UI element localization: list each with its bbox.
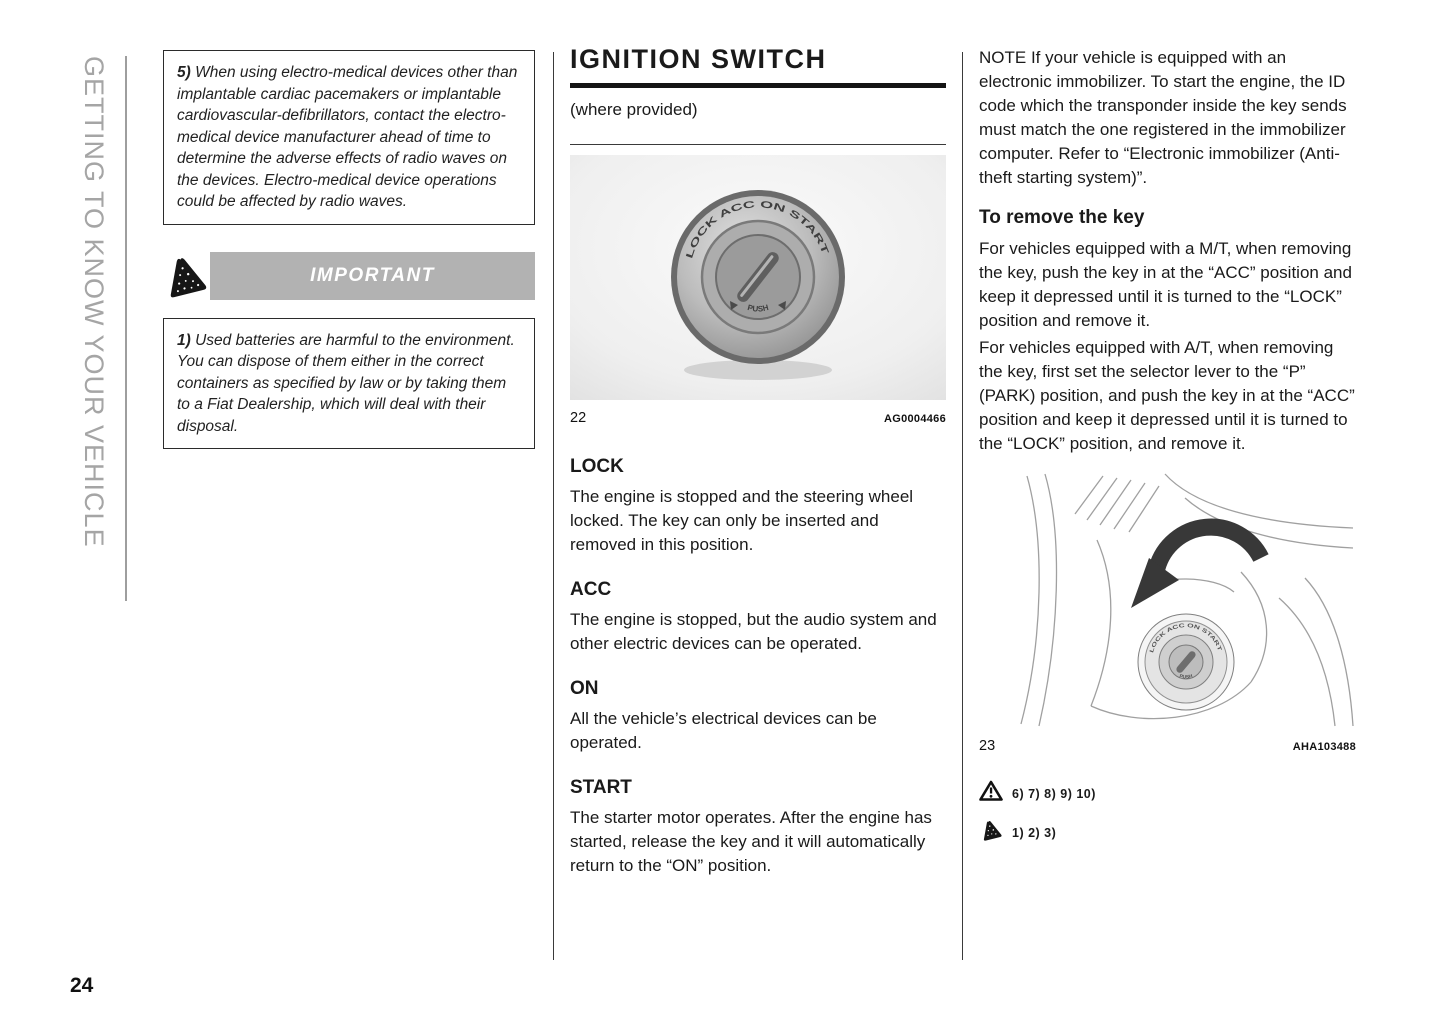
figure-code: AHA103488 — [1292, 741, 1356, 753]
note-ref: 5) — [177, 64, 191, 81]
note-text: Used batteries are harmful to the enviro… — [177, 331, 515, 435]
right-column: NOTE If your vehicle is equipped with an… — [979, 46, 1356, 846]
remove-key-heading: To remove the key — [979, 207, 1145, 228]
section-heading: LOCK — [570, 456, 624, 477]
warning-references: 6) 7) 8) 9) 10) — [979, 780, 1356, 807]
section-heading: START — [570, 777, 632, 798]
subtitle: (where provided) — [570, 100, 698, 119]
left-column: 5) When using electro-medical devices ot… — [163, 50, 535, 449]
important-banner: IMPORTANT — [163, 251, 535, 300]
column-divider-right — [962, 52, 963, 960]
important-triangle-icon — [163, 254, 210, 298]
column-divider-left — [553, 52, 554, 960]
important-bar: IMPORTANT — [210, 251, 535, 300]
sidebar-divider — [125, 56, 127, 601]
section-lock: LOCK The engine is stopped and the steer… — [570, 456, 946, 557]
push-label: PUSH — [1179, 673, 1194, 680]
note-box-electro-medical: 5) When using electro-medical devices ot… — [163, 50, 535, 225]
rule — [570, 144, 946, 145]
important-triangle-icon — [979, 819, 1003, 846]
figure-23-ignition-drawing: LOCK ACC ON START PUSH — [979, 470, 1356, 728]
push-label: PUSH — [747, 303, 770, 314]
svg-text:PUSH: PUSH — [747, 303, 770, 314]
figure-22-ignition-switch-photo: LOCK ACC ON START PUSH — [570, 155, 946, 400]
center-column: IGNITION SWITCH (where provided) — [570, 44, 946, 878]
warning-triangle-icon — [979, 780, 1003, 807]
note-box-batteries: 1) Used batteries are harmful to the env… — [163, 317, 535, 449]
figure-code: AG0004466 — [883, 413, 946, 425]
warning-reference-numbers: 6) 7) 8) 9) 10) — [1012, 786, 1096, 801]
remove-key-at-paragraph: For vehicles equipped with A/T, when rem… — [979, 338, 1355, 453]
important-reference-numbers: 1) 2) 3) — [1012, 825, 1057, 840]
section-body: The starter motor operates. After the en… — [570, 808, 932, 875]
svg-text:PUSH: PUSH — [1179, 673, 1194, 680]
section-on: ON All the vehicle’s electrical devices … — [570, 678, 946, 755]
page-title: IGNITION SWITCH — [570, 44, 946, 88]
immobilizer-note: NOTE If your vehicle is equipped with an… — [979, 48, 1347, 187]
section-acc: ACC The engine is stopped, but the audio… — [570, 579, 946, 656]
chapter-title: GETTING TO KNOW YOUR VEHICLE — [79, 56, 109, 548]
figure-23-caption: 23 AHA103488 — [979, 738, 1356, 754]
figure-22-caption: 22 AG0004466 — [570, 410, 946, 426]
section-body: The engine is stopped and the steering w… — [570, 487, 914, 554]
figure-number: 22 — [570, 410, 587, 426]
section-body: All the vehicle’s electrical devices can… — [570, 709, 877, 752]
figure-number: 23 — [979, 738, 996, 754]
section-body: The engine is stopped, but the audio sys… — [570, 610, 937, 653]
section-heading: ON — [570, 678, 599, 699]
page-number: 24 — [70, 974, 94, 997]
note-ref: 1) — [177, 331, 191, 349]
note-text: When using electro-medical devices other… — [177, 64, 518, 210]
section-heading: ACC — [570, 579, 612, 600]
important-label: IMPORTANT — [310, 264, 435, 286]
important-references: 1) 2) 3) — [979, 819, 1356, 846]
remove-key-mt-paragraph: For vehicles equipped with a M/T, when r… — [979, 239, 1352, 330]
section-start: START The starter motor operates. After … — [570, 777, 946, 878]
